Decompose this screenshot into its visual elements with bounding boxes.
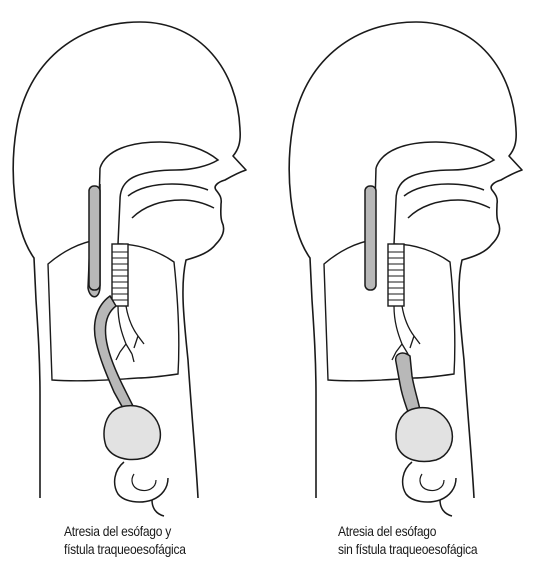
intestine-inner xyxy=(132,474,156,491)
pharynx-wall xyxy=(374,168,396,244)
pharynx-wall xyxy=(98,168,120,244)
intestine xyxy=(403,462,456,516)
stomach xyxy=(396,408,452,462)
diagram-without-fistula: Atresia del esófago sin fístula traqueoe… xyxy=(276,0,552,569)
caption-line-2: sin fístula traqueoesofágica xyxy=(338,540,477,558)
bronchi xyxy=(116,306,144,362)
stomach xyxy=(104,406,160,460)
anatomy-illustration-without-fistula xyxy=(276,0,552,569)
lower-esophageal-pouch xyxy=(396,353,420,412)
palate xyxy=(404,184,484,196)
anatomy-illustration-with-fistula xyxy=(0,0,276,569)
nasal-cavity xyxy=(376,142,494,200)
trachea xyxy=(388,244,404,306)
caption-without-fistula: Atresia del esófago sin fístula traqueoe… xyxy=(338,522,477,558)
upper-pouch-tube xyxy=(89,186,100,290)
upper-esophageal-pouch xyxy=(365,186,376,290)
caption-line-2: fístula traqueoesofágica xyxy=(64,540,186,558)
intestine xyxy=(115,462,168,516)
diagram-with-fistula: Atresia del esófago y fístula traqueoeso… xyxy=(0,0,276,569)
caption-line-1: Atresia del esófago y xyxy=(64,522,186,540)
nasal-cavity xyxy=(100,142,218,200)
caption-with-fistula: Atresia del esófago y fístula traqueoeso… xyxy=(64,522,186,558)
palate xyxy=(128,184,208,196)
tongue xyxy=(132,200,214,218)
trachea xyxy=(112,244,128,306)
intestine-inner xyxy=(420,474,444,491)
tongue xyxy=(408,200,490,218)
caption-line-1: Atresia del esófago xyxy=(338,522,477,540)
